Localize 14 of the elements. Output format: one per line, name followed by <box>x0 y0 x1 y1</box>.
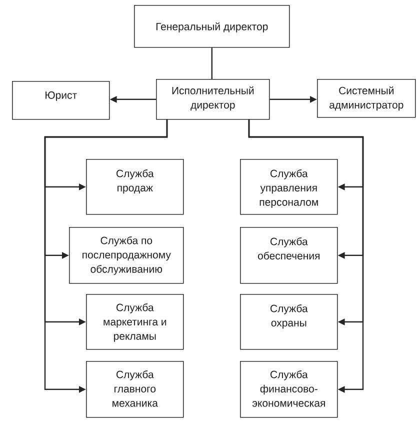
org-box: Служба продаж <box>86 159 184 215</box>
org-box: Служба главного механика <box>86 361 184 418</box>
org-box: Исполнительный директор <box>156 79 270 120</box>
connector-line <box>211 48 212 79</box>
org-box: Служба охраны <box>240 294 338 350</box>
org-box: Служба по послепродажному обслуживанию <box>69 227 184 284</box>
org-box: Служба финансово-экономическая <box>240 361 338 418</box>
arrow <box>248 120 364 393</box>
org-box: Служба обеспечения <box>240 227 338 284</box>
org-box: Юрист <box>12 81 110 120</box>
org-box: Служба маркетинга и рекламы <box>86 294 184 350</box>
org-box: Системный администратор <box>317 79 416 118</box>
org-box: Генеральный директор <box>134 5 290 48</box>
org-box: Служба управления персоналом <box>240 159 338 215</box>
